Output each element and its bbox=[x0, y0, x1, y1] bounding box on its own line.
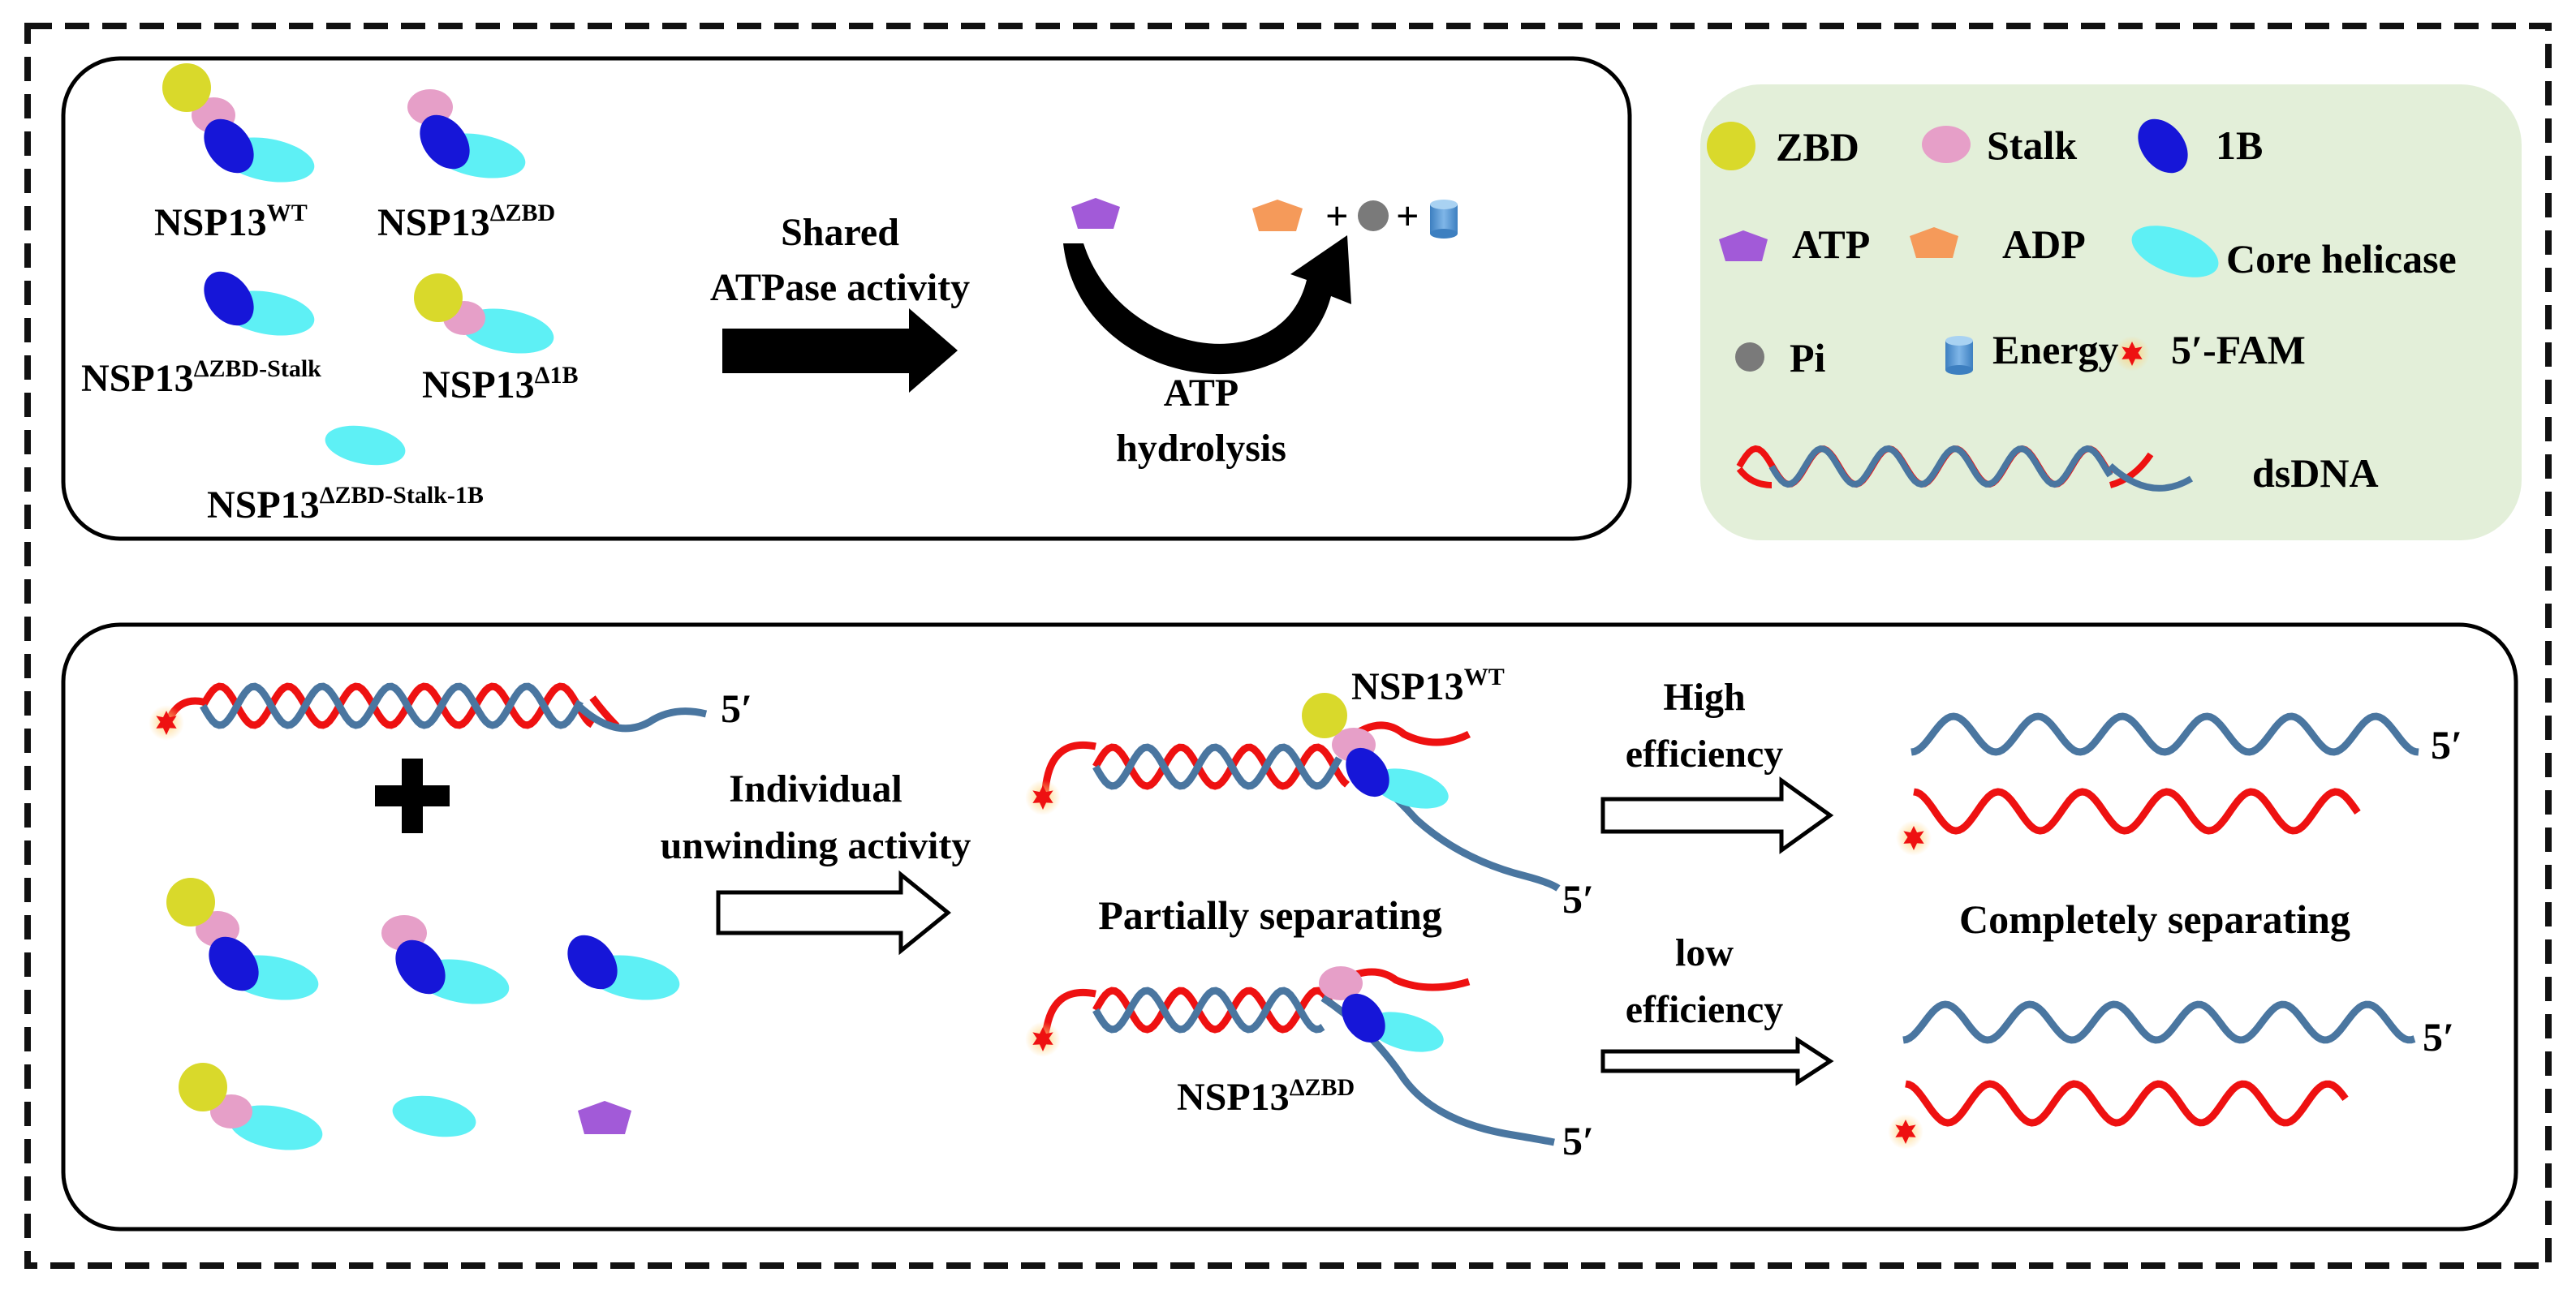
low-efficiency-arrow bbox=[1600, 1036, 1834, 1086]
complete-bottom-fam-star-icon bbox=[1888, 1114, 1923, 1150]
pi-dot-icon bbox=[1358, 200, 1389, 231]
legend-atp-label: ATP bbox=[1792, 221, 1870, 267]
legend-pi-icon bbox=[1735, 342, 1764, 372]
protein-wt-icon bbox=[166, 878, 319, 1000]
plus-sign-2: + bbox=[1396, 193, 1419, 239]
shared-atpase-arrow bbox=[722, 308, 958, 393]
hydrolysis-arrow bbox=[1063, 235, 1351, 375]
individual-unwinding-arrow bbox=[716, 870, 951, 956]
big-plus-icon bbox=[375, 759, 450, 833]
legend-dsdna-icon bbox=[1736, 445, 2194, 492]
atpase-panel bbox=[61, 56, 1632, 541]
five-prime-label-partial-wt: 5′ bbox=[1562, 876, 1594, 922]
variant-dzbd-icon bbox=[407, 89, 526, 178]
shared-label-line2: ATPase activity bbox=[710, 266, 970, 309]
legend-stalk-label: Stalk bbox=[1987, 123, 2077, 168]
high-efficiency-line1: High bbox=[1663, 676, 1745, 719]
adp-pentagon-icon bbox=[1252, 200, 1303, 231]
label-nsp13-dzbd-stalk: NSP13ΔZBD-Stalk bbox=[81, 355, 321, 400]
five-prime-label-partial-dzbd: 5′ bbox=[1562, 1118, 1594, 1163]
legend-adp-icon bbox=[1910, 227, 1958, 258]
legend-energy-icon bbox=[1945, 336, 1973, 375]
legend-fam-label: 5′-FAM bbox=[2171, 327, 2306, 372]
individual-label-line1: Individual bbox=[729, 767, 902, 810]
partial-dzbd-label: NSP13ΔZBD bbox=[1177, 1074, 1355, 1119]
protein-d1b-icon bbox=[179, 1063, 323, 1150]
legend-atp-icon bbox=[1719, 230, 1768, 261]
legend-zbd-icon bbox=[1707, 122, 1755, 170]
input-fam-star-icon bbox=[149, 705, 184, 741]
legend-pi-label: Pi bbox=[1790, 335, 1826, 380]
legend-1b-icon bbox=[2138, 118, 2188, 174]
hydrolysis-label-line2: hydrolysis bbox=[1116, 427, 1286, 470]
five-prime-label-input: 5′ bbox=[721, 686, 752, 731]
separated-red-strand-bottom bbox=[1905, 1080, 2349, 1127]
legend-stalk-icon bbox=[1922, 126, 1971, 163]
atp-pentagon-icon bbox=[1071, 198, 1120, 229]
separated-red-strand-top bbox=[1913, 788, 2361, 835]
legend-core-helicase-label: Core helicase bbox=[2226, 236, 2457, 282]
separated-blue-strand-top bbox=[1910, 712, 2419, 756]
legend-zbd-label: ZBD bbox=[1776, 124, 1859, 170]
individual-label-line2: unwinding activity bbox=[661, 824, 971, 867]
label-nsp13-dzbd-stalk-1b: NSP13ΔZBD-Stalk-1B bbox=[207, 482, 484, 527]
legend-fam-icon bbox=[2114, 336, 2150, 372]
label-nsp13-wt: NSP13WT bbox=[154, 200, 308, 244]
partial-wt-protein-icon bbox=[1302, 693, 1449, 809]
variant-d1b-icon bbox=[414, 273, 554, 354]
protein-core-icon bbox=[392, 1095, 476, 1137]
partial-wt-fam-star-icon bbox=[1025, 780, 1061, 815]
high-efficiency-line2: efficiency bbox=[1626, 733, 1784, 776]
partial-dzbd-fam-star-icon bbox=[1025, 1021, 1061, 1057]
label-nsp13-dzbd: NSP13ΔZBD bbox=[377, 200, 555, 244]
variant-wt-icon bbox=[162, 63, 315, 183]
legend-adp-label: ADP bbox=[2002, 221, 2086, 267]
five-prime-label-complete-bottom: 5′ bbox=[2423, 1014, 2454, 1060]
partial-dzbd-protein-icon bbox=[1319, 966, 1444, 1052]
outer-dashed-frame bbox=[24, 23, 2552, 1269]
protein-dzbd-stalk-icon bbox=[567, 935, 680, 1000]
low-efficiency-line2: efficiency bbox=[1626, 988, 1784, 1031]
partial-wt-label: NSP13WT bbox=[1351, 664, 1505, 708]
label-nsp13-d1b: NSP13Δ1B bbox=[422, 362, 579, 406]
partially-separating-label: Partially separating bbox=[1098, 892, 1442, 938]
completely-separating-label: Completely separating bbox=[1959, 896, 2350, 942]
variant-dzbd-stalk-icon bbox=[204, 271, 315, 336]
shared-label-line1: Shared bbox=[781, 211, 899, 254]
protein-dzbd-icon bbox=[381, 915, 510, 1004]
hydrolysis-label-line1: ATP bbox=[1164, 372, 1238, 415]
input-dsdna-duplex bbox=[162, 682, 708, 733]
variant-dzbd-stalk-1b-icon bbox=[325, 425, 406, 466]
five-prime-label-complete-top: 5′ bbox=[2431, 722, 2462, 767]
high-efficiency-arrow bbox=[1600, 776, 1834, 854]
legend-energy-label: Energy bbox=[1992, 327, 2119, 372]
protein-atp-icon bbox=[578, 1101, 631, 1134]
legend-core-helicase-icon bbox=[2131, 226, 2219, 277]
complete-top-fam-star-icon bbox=[1896, 820, 1932, 856]
plus-sign-1: + bbox=[1325, 193, 1349, 239]
unwinding-panel bbox=[61, 622, 2518, 1232]
energy-cylinder-icon bbox=[1430, 200, 1458, 239]
legend-panel bbox=[1700, 84, 2522, 540]
legend-dsdna-label: dsDNA bbox=[2252, 450, 2379, 496]
legend-1b-label: 1B bbox=[2216, 123, 2263, 168]
low-efficiency-line1: low bbox=[1675, 931, 1734, 974]
separated-blue-strand-bottom bbox=[1902, 1000, 2416, 1044]
